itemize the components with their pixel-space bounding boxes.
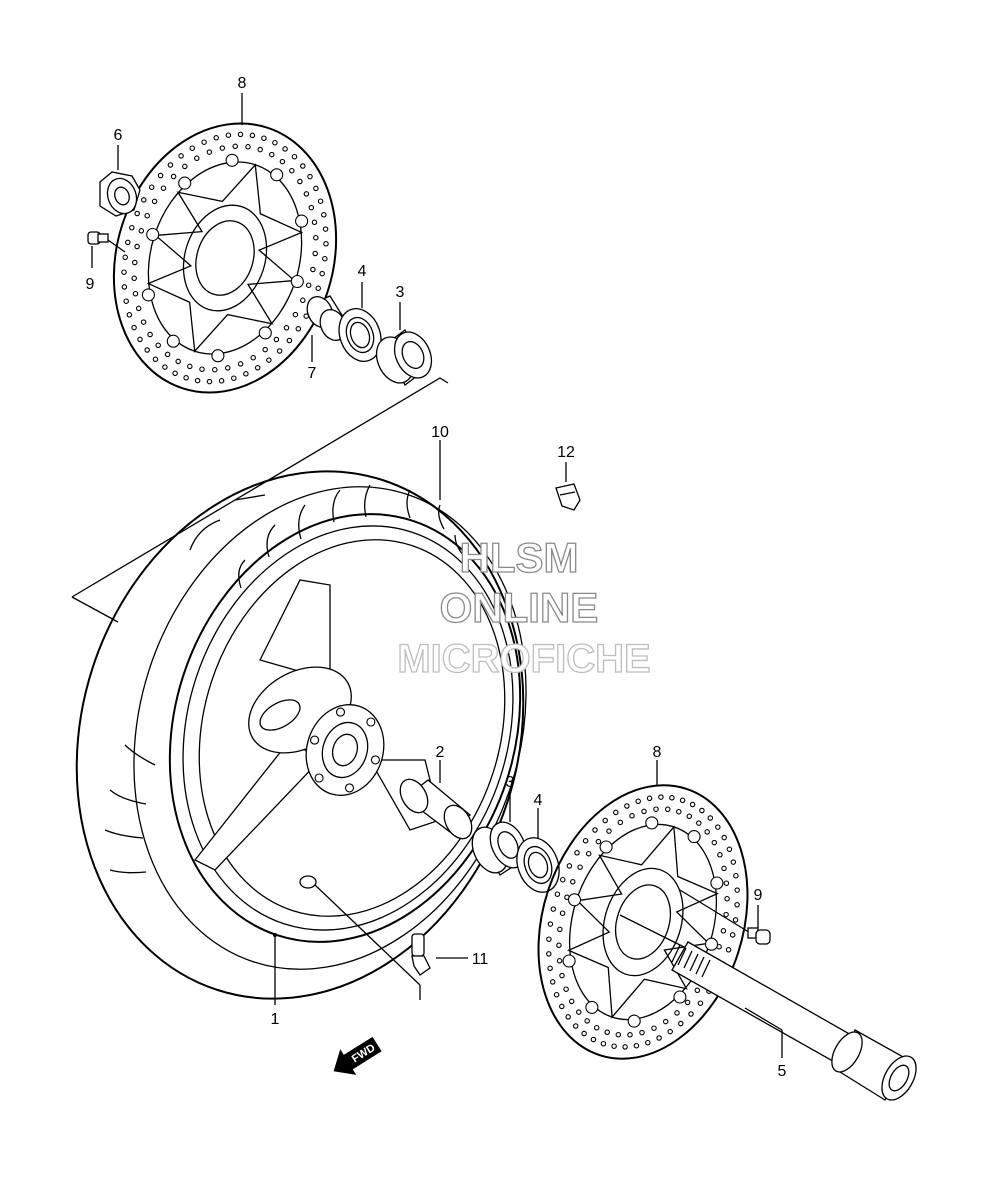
part-5-axle — [619, 914, 917, 1101]
watermark-line-2: ONLINE — [440, 584, 599, 631]
brake-disc-lower — [537, 760, 749, 1060]
callout-12: 12 — [557, 444, 575, 461]
part-9-bolt-lower — [679, 889, 771, 945]
callout-9-upper: 9 — [86, 276, 95, 293]
callout-7: 7 — [308, 365, 317, 382]
watermark-line-3: MICROFICHE — [397, 637, 650, 681]
part-11-valve — [314, 884, 468, 1000]
part-4-seal-upper — [338, 282, 382, 362]
callout-11: 11 — [472, 951, 489, 968]
brake-disc-upper — [112, 122, 338, 394]
callout-9-lower: 9 — [754, 887, 763, 904]
callout-labels: 8 6 9 4 3 7 10 12 2 8 3 4 9 11 1 5 — [86, 75, 787, 1080]
watermark-line-1: HLSM — [460, 534, 579, 581]
part-3-bearing-upper — [375, 302, 433, 386]
wheel-spokes — [193, 579, 441, 871]
callout-2: 2 — [436, 744, 445, 761]
part-4-seal-lower — [516, 808, 560, 893]
fwd-arrow-icon: FWD — [333, 1036, 382, 1075]
callout-6: 6 — [114, 127, 123, 144]
watermark: HLSM ONLINE MICROFICHE — [397, 533, 652, 681]
hub-bolts — [310, 707, 380, 793]
part-9-bolt-upper — [87, 231, 126, 268]
part-6-nut — [99, 145, 141, 217]
disc-floating-buttons — [141, 153, 309, 363]
disc-vent-holes — [121, 131, 329, 385]
callout-5: 5 — [778, 1063, 787, 1080]
callout-10: 10 — [431, 424, 449, 441]
callout-1: 1 — [271, 1011, 280, 1028]
tire-tread — [104, 484, 464, 874]
disc-floating-buttons — [562, 816, 724, 1028]
callout-4-lower: 4 — [534, 792, 543, 809]
callout-3-lower: 3 — [506, 774, 515, 791]
wheel-assembly — [75, 440, 527, 1005]
callout-3-upper: 3 — [396, 284, 405, 301]
callout-4-upper: 4 — [358, 263, 367, 280]
callout-8-upper: 8 — [238, 75, 247, 92]
disc-vent-holes — [546, 794, 740, 1050]
part-12-clip — [555, 462, 581, 511]
callout-8-lower: 8 — [653, 744, 662, 761]
part-2-spacer — [399, 760, 473, 840]
